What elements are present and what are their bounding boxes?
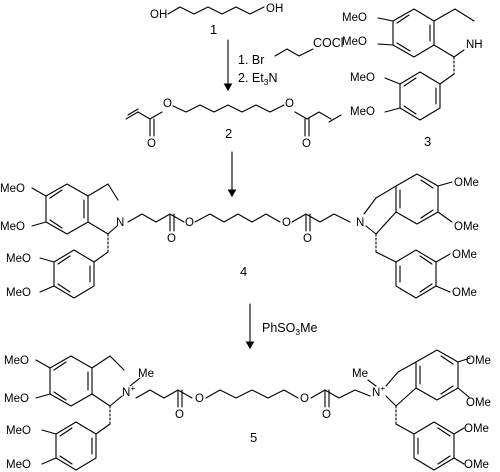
reagent-3-label: PhSO3Me (262, 321, 318, 337)
reagent-1-label: 1. Br (238, 53, 264, 67)
ester-oxygen-5-right: O (300, 393, 309, 405)
carbonyl-oxygen-right: O (302, 138, 311, 150)
amine-n-right: N (356, 217, 364, 229)
compound-number-2: 2 (225, 126, 232, 141)
methoxy-5c: MeO (6, 425, 31, 437)
hydroxyl-left: OH (150, 9, 167, 21)
methoxy-5b: MeO (4, 393, 29, 405)
methoxy-1: MeO (342, 12, 367, 24)
methoxy-4f: OMe (454, 221, 479, 233)
methoxy-4a: MeO (0, 183, 25, 195)
reagent-1-acyl-chloride: COCl (313, 36, 344, 50)
methoxy-4: MeO (350, 106, 375, 118)
cation-n-right: N+ (372, 383, 385, 399)
n-methyl-left: Me (138, 368, 154, 380)
compound-4: N MeO MeO MeO MeO O O O O N (0, 173, 479, 299)
reaction-step-1: 1. Br COCl 2. Et3N (223, 36, 344, 92)
hydroxyl-right: OH (266, 3, 283, 15)
amine-nh: NH (466, 39, 483, 51)
carbonyl-oxygen-left: O (147, 138, 156, 150)
ester-oxygen-left: O (163, 98, 172, 110)
methoxy-4c: MeO (6, 253, 31, 265)
methoxy-4h: OMe (452, 287, 477, 299)
n-methyl-right: Me (352, 368, 368, 380)
carbonyl-oxygen-4-left: O (167, 233, 176, 245)
methoxy-5e: OMe (466, 355, 491, 367)
reagent-2-label: 2. Et3N (238, 71, 277, 87)
compound-number-3: 3 (424, 134, 431, 149)
carbonyl-oxygen-5-right: O (322, 409, 331, 421)
methoxy-5h: OMe (464, 459, 489, 471)
compound-5: N+ Me MeO MeO MeO MeO O O O O Me N+ (4, 349, 491, 471)
compound-number-1: 1 (210, 22, 217, 37)
reaction-step-3: PhSO3Me (245, 303, 318, 350)
compound-2: O O O O 2 (125, 98, 342, 150)
methoxy-5a: MeO (4, 355, 29, 367)
methoxy-5d: MeO (6, 459, 31, 471)
ester-oxygen-right: O (285, 98, 294, 110)
methoxy-5f: OMe (466, 397, 491, 409)
methoxy-4g: OMe (452, 249, 477, 261)
ester-oxygen-5-left: O (195, 393, 204, 405)
compound-1: OH OH 1 (150, 3, 283, 37)
ester-oxygen-4-left: O (185, 217, 194, 229)
methoxy-4b: MeO (0, 221, 25, 233)
carbonyl-oxygen-5-left: O (175, 409, 184, 421)
methoxy-4e: OMe (454, 177, 479, 189)
compound-number-4: 4 (240, 264, 247, 279)
ester-oxygen-4-right: O (282, 217, 291, 229)
cation-n-left: N+ (122, 383, 135, 399)
methoxy-2: MeO (342, 36, 367, 48)
methoxy-3: MeO (350, 72, 375, 84)
compound-3: NH MeO MeO MeO MeO 3 (342, 8, 483, 149)
methoxy-4d: MeO (6, 287, 31, 299)
carbonyl-oxygen-4-right: O (303, 233, 312, 245)
methoxy-5g: OMe (464, 423, 489, 435)
amine-n-left: N (116, 217, 124, 229)
reagent-1-chain (274, 48, 314, 57)
compound-number-5: 5 (250, 430, 257, 445)
